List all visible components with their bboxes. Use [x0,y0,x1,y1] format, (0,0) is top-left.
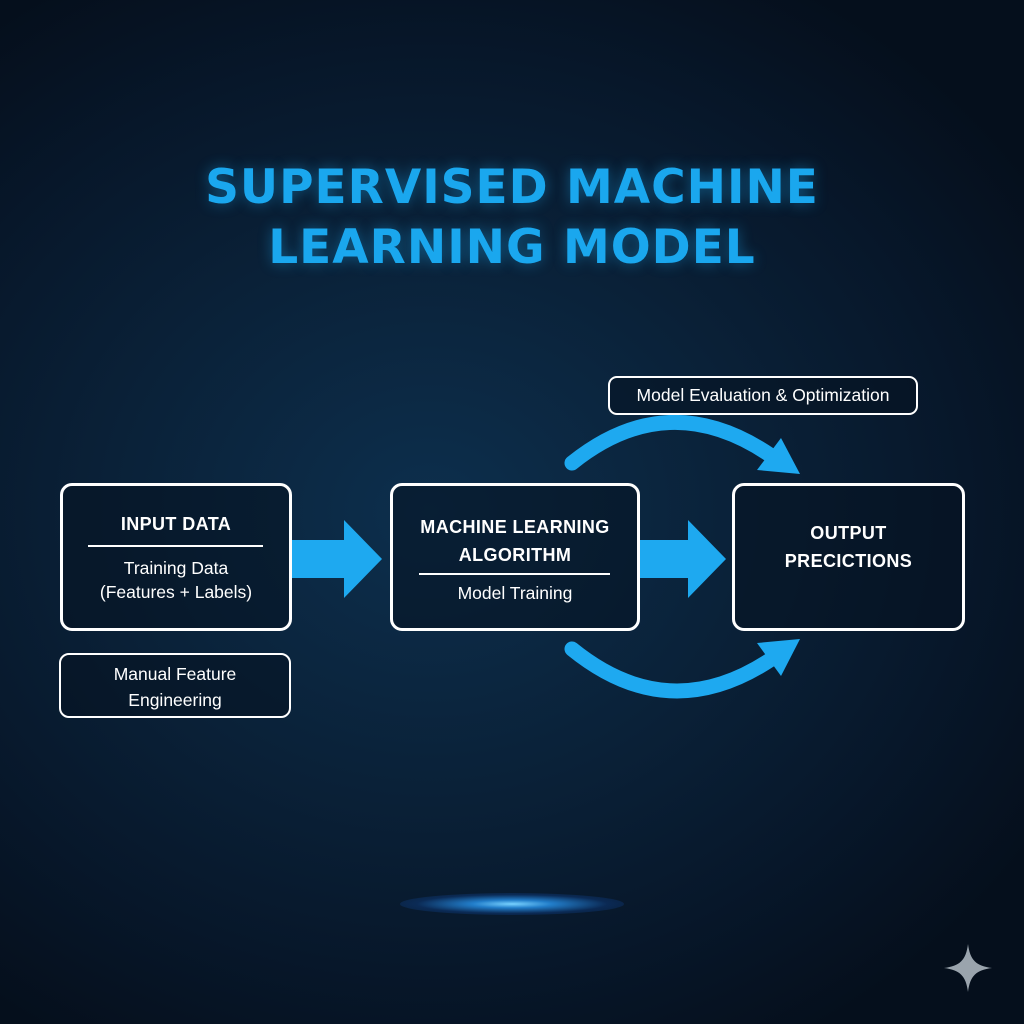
input-data-line-1: Training Data [123,558,229,578]
input-data-description: Training Data (Features + Labels) [63,556,289,604]
manual-feature-engineering-box: Manual Feature Engineering [59,653,291,718]
output-heading-line-2: PRECICTIONS [784,551,913,571]
input-data-line-2: (Features + Labels) [99,582,253,602]
curved-arrow-top-head [757,438,800,474]
ml-algorithm-heading-line-1: MACHINE LEARNING [420,517,610,537]
input-data-box: INPUT DATA Training Data (Features + Lab… [60,483,292,631]
output-heading-line-1: OUTPUT [810,523,887,543]
arrow-algorithm-to-output [640,520,726,598]
sparkle-icon [944,944,992,992]
ml-algorithm-box: MACHINE LEARNING ALGORITHM Model Trainin… [390,483,640,631]
curved-arrow-top [564,415,778,471]
input-data-heading: INPUT DATA [120,514,232,534]
manual-feature-line-1: Manual Feature [113,664,237,684]
bottom-glow [400,893,624,915]
curved-arrow-bottom [564,641,778,699]
output-predictions-box: OUTPUT PRECICTIONS [732,483,965,631]
curved-arrow-bottom-head [757,639,800,676]
manual-feature-line-2: Engineering [128,690,222,710]
input-data-divider [88,545,263,547]
arrow-input-to-algorithm [292,520,382,598]
ml-algorithm-divider [419,573,610,575]
output-predictions-heading: OUTPUT PRECICTIONS [735,519,962,575]
manual-feature-engineering-label: Manual Feature Engineering [61,661,289,713]
ml-algorithm-sub: Model Training [457,583,573,603]
diagram-title: SUPERVISED MACHINE LEARNING MODEL [0,158,1024,278]
title-line-1: SUPERVISED MACHINE [205,160,819,215]
title-line-2: LEARNING MODEL [268,220,756,275]
ml-algorithm-heading: MACHINE LEARNING ALGORITHM [393,513,637,569]
ml-algorithm-heading-line-2: ALGORITHM [458,545,572,565]
model-evaluation-label: Model Evaluation & Optimization [636,385,890,405]
model-evaluation-box: Model Evaluation & Optimization [608,376,918,415]
